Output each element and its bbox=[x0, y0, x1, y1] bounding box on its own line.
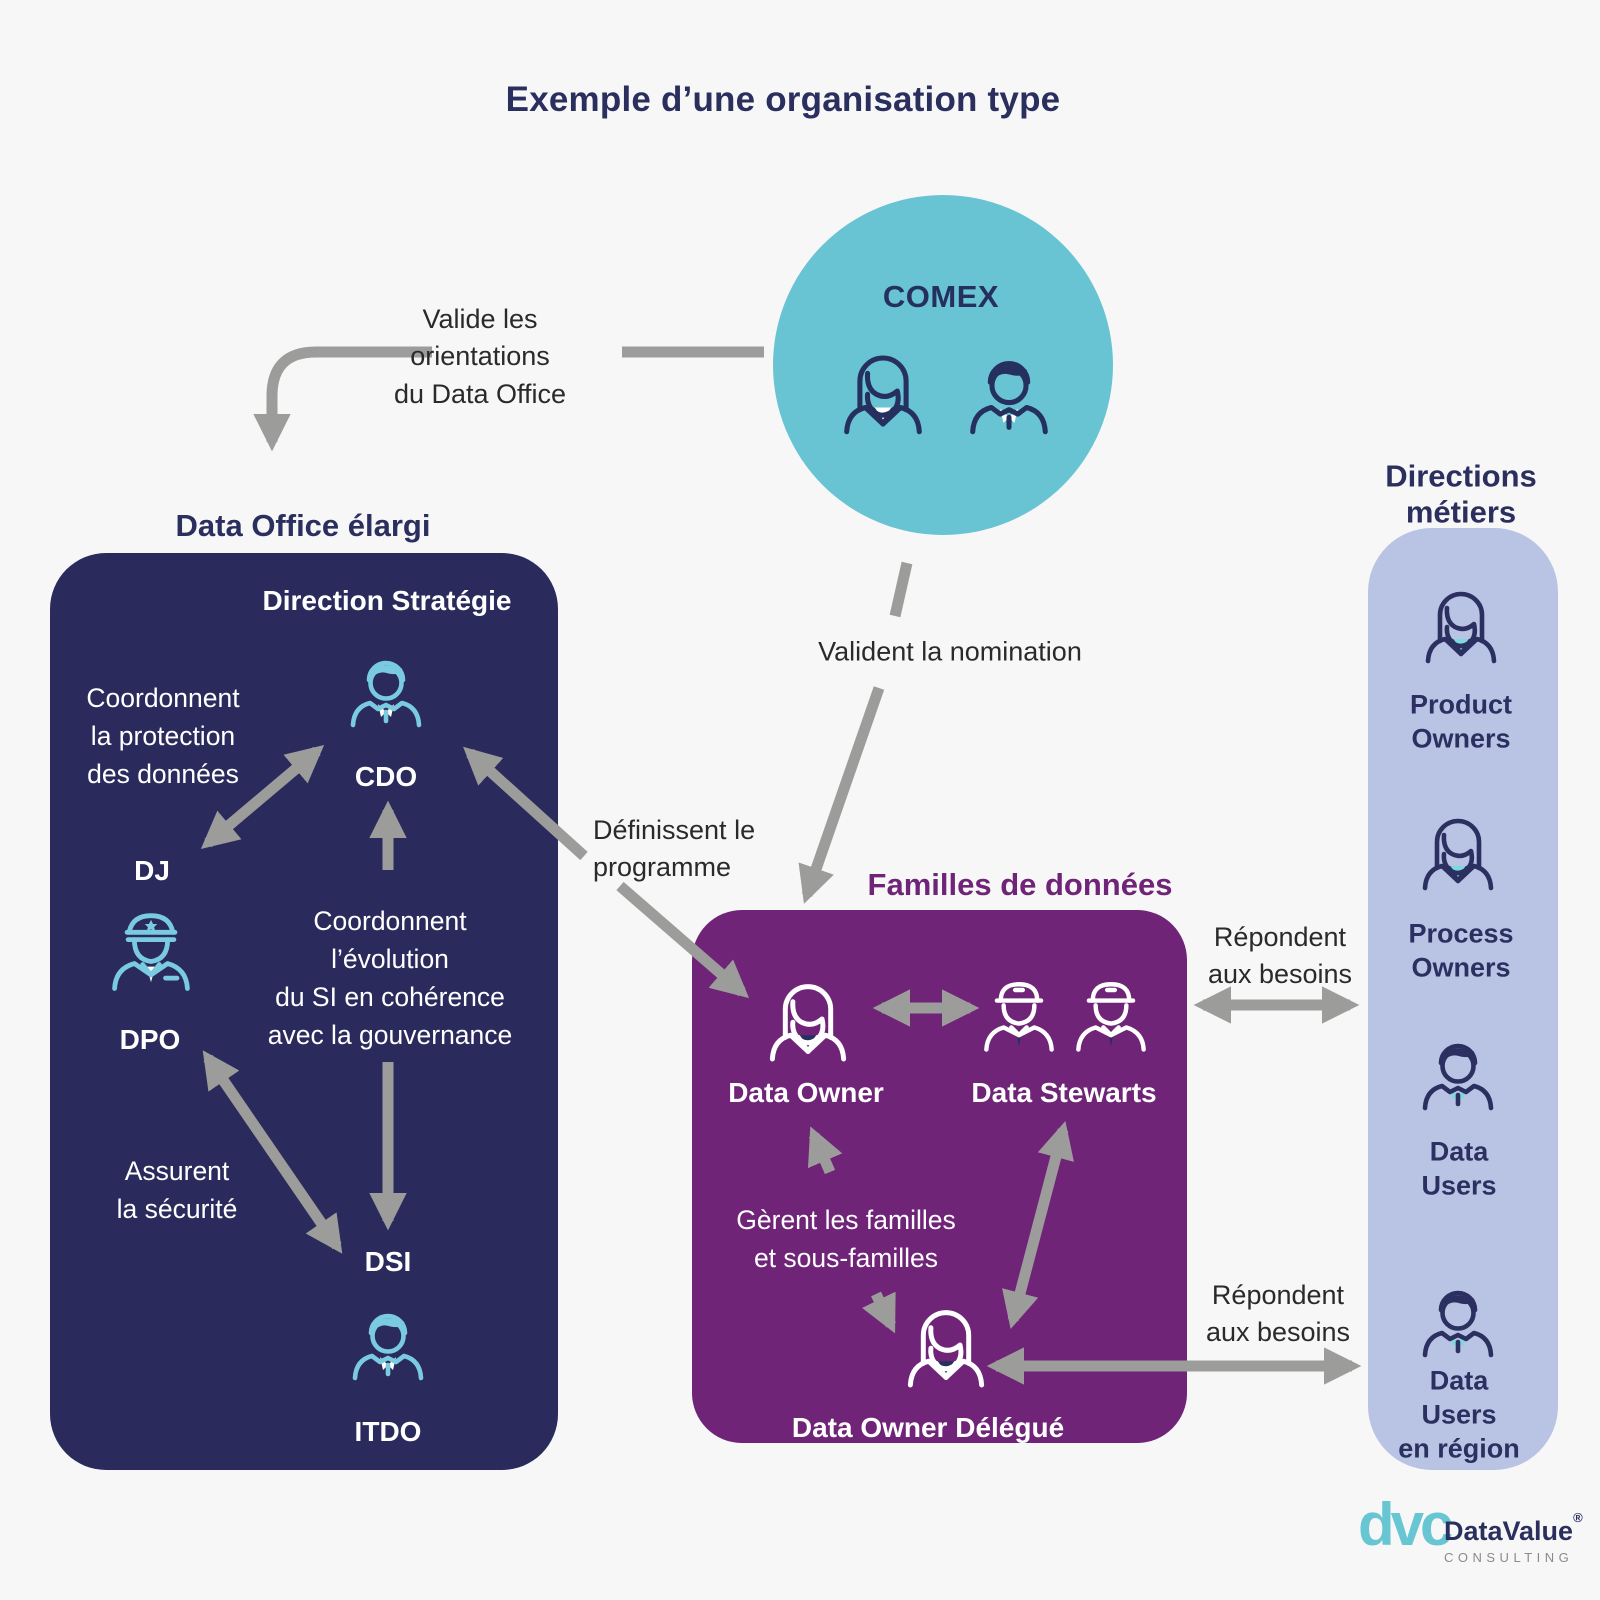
logo-name: DataValue® bbox=[1444, 1510, 1583, 1546]
comex-circle bbox=[773, 195, 1113, 535]
direction-strategie-label: Direction Stratégie bbox=[262, 585, 512, 616]
product-owners-label: Product Owners bbox=[1409, 689, 1513, 753]
cdo-label: CDO bbox=[354, 761, 418, 792]
directions-metiers-box bbox=[1368, 528, 1558, 1470]
logo-tagline: CONSULTING bbox=[1444, 1550, 1574, 1565]
data-users-region-icon bbox=[1408, 1268, 1508, 1368]
itdo-label: ITDO bbox=[354, 1416, 422, 1447]
data-owner-delegue-person-icon bbox=[892, 1291, 1000, 1399]
comex-label: COMEX bbox=[882, 279, 1000, 314]
data-steward-icon-2 bbox=[1063, 966, 1159, 1062]
data-users-region-label: Data Users en région bbox=[1398, 1365, 1520, 1463]
directions-metiers-heading: Directions métiers bbox=[1385, 458, 1537, 529]
dpo-label: DPO bbox=[119, 1024, 181, 1055]
note-definissent-programme: Définissent le programme bbox=[593, 815, 756, 883]
dpo-police-icon bbox=[99, 898, 203, 1002]
arrow-comex-to-dataowner-top bbox=[889, 561, 913, 618]
note-repondent-besoins-bas: Répondent aux besoins bbox=[1205, 1279, 1351, 1347]
datavalue-monogram-icon: dvc bbox=[1358, 1491, 1453, 1558]
businessman-icon bbox=[954, 336, 1064, 446]
process-owners-icon bbox=[1408, 801, 1508, 901]
data-office-box bbox=[50, 553, 558, 1470]
data-owner-label: Data Owner bbox=[728, 1077, 884, 1108]
note-coordonnent-protection: Coordonnent la protection des données bbox=[86, 683, 240, 789]
page-title: Exemple d’une organisation type bbox=[505, 80, 1061, 119]
data-owner-delegue-label: Data Owner Délégué bbox=[791, 1412, 1065, 1443]
data-office-heading: Data Office élargi bbox=[175, 508, 431, 544]
data-owner-person-icon bbox=[754, 965, 862, 1073]
cdo-person-icon bbox=[336, 638, 436, 738]
note-repondent-besoins-haut: Répondent aux besoins bbox=[1207, 921, 1353, 989]
data-steward-icon-1 bbox=[971, 966, 1067, 1062]
product-owners-icon bbox=[1411, 574, 1511, 674]
dj-label: DJ bbox=[134, 855, 170, 886]
note-coordonnent-evolution: Coordonnent l’évolution du SI en cohéren… bbox=[267, 906, 513, 1050]
itdo-person-icon bbox=[338, 1291, 438, 1391]
note-valide-orientations: Valide les orientations du Data Office bbox=[393, 304, 567, 409]
familles-heading: Familles de données bbox=[867, 867, 1173, 903]
datavalue-logo: DataValue® CONSULTING bbox=[1444, 1510, 1583, 1565]
arrow-comex-to-dataowner-bottom bbox=[798, 686, 885, 904]
process-owners-label: Process Owners bbox=[1408, 918, 1514, 982]
registered-mark: ® bbox=[1573, 1510, 1583, 1525]
data-stewarts-label: Data Stewarts bbox=[971, 1077, 1157, 1108]
data-users-label: Data Users bbox=[1421, 1136, 1497, 1200]
note-gerent-familles: Gèrent les familles et sous-familles bbox=[736, 1205, 956, 1273]
note-valident-nomination: Valident la nomination bbox=[818, 636, 1082, 667]
note-assurent-securite: Assurent la sécurité bbox=[116, 1156, 238, 1224]
dsi-label: DSI bbox=[364, 1246, 412, 1277]
data-users-icon bbox=[1408, 1021, 1508, 1121]
businesswoman-icon bbox=[828, 336, 938, 446]
